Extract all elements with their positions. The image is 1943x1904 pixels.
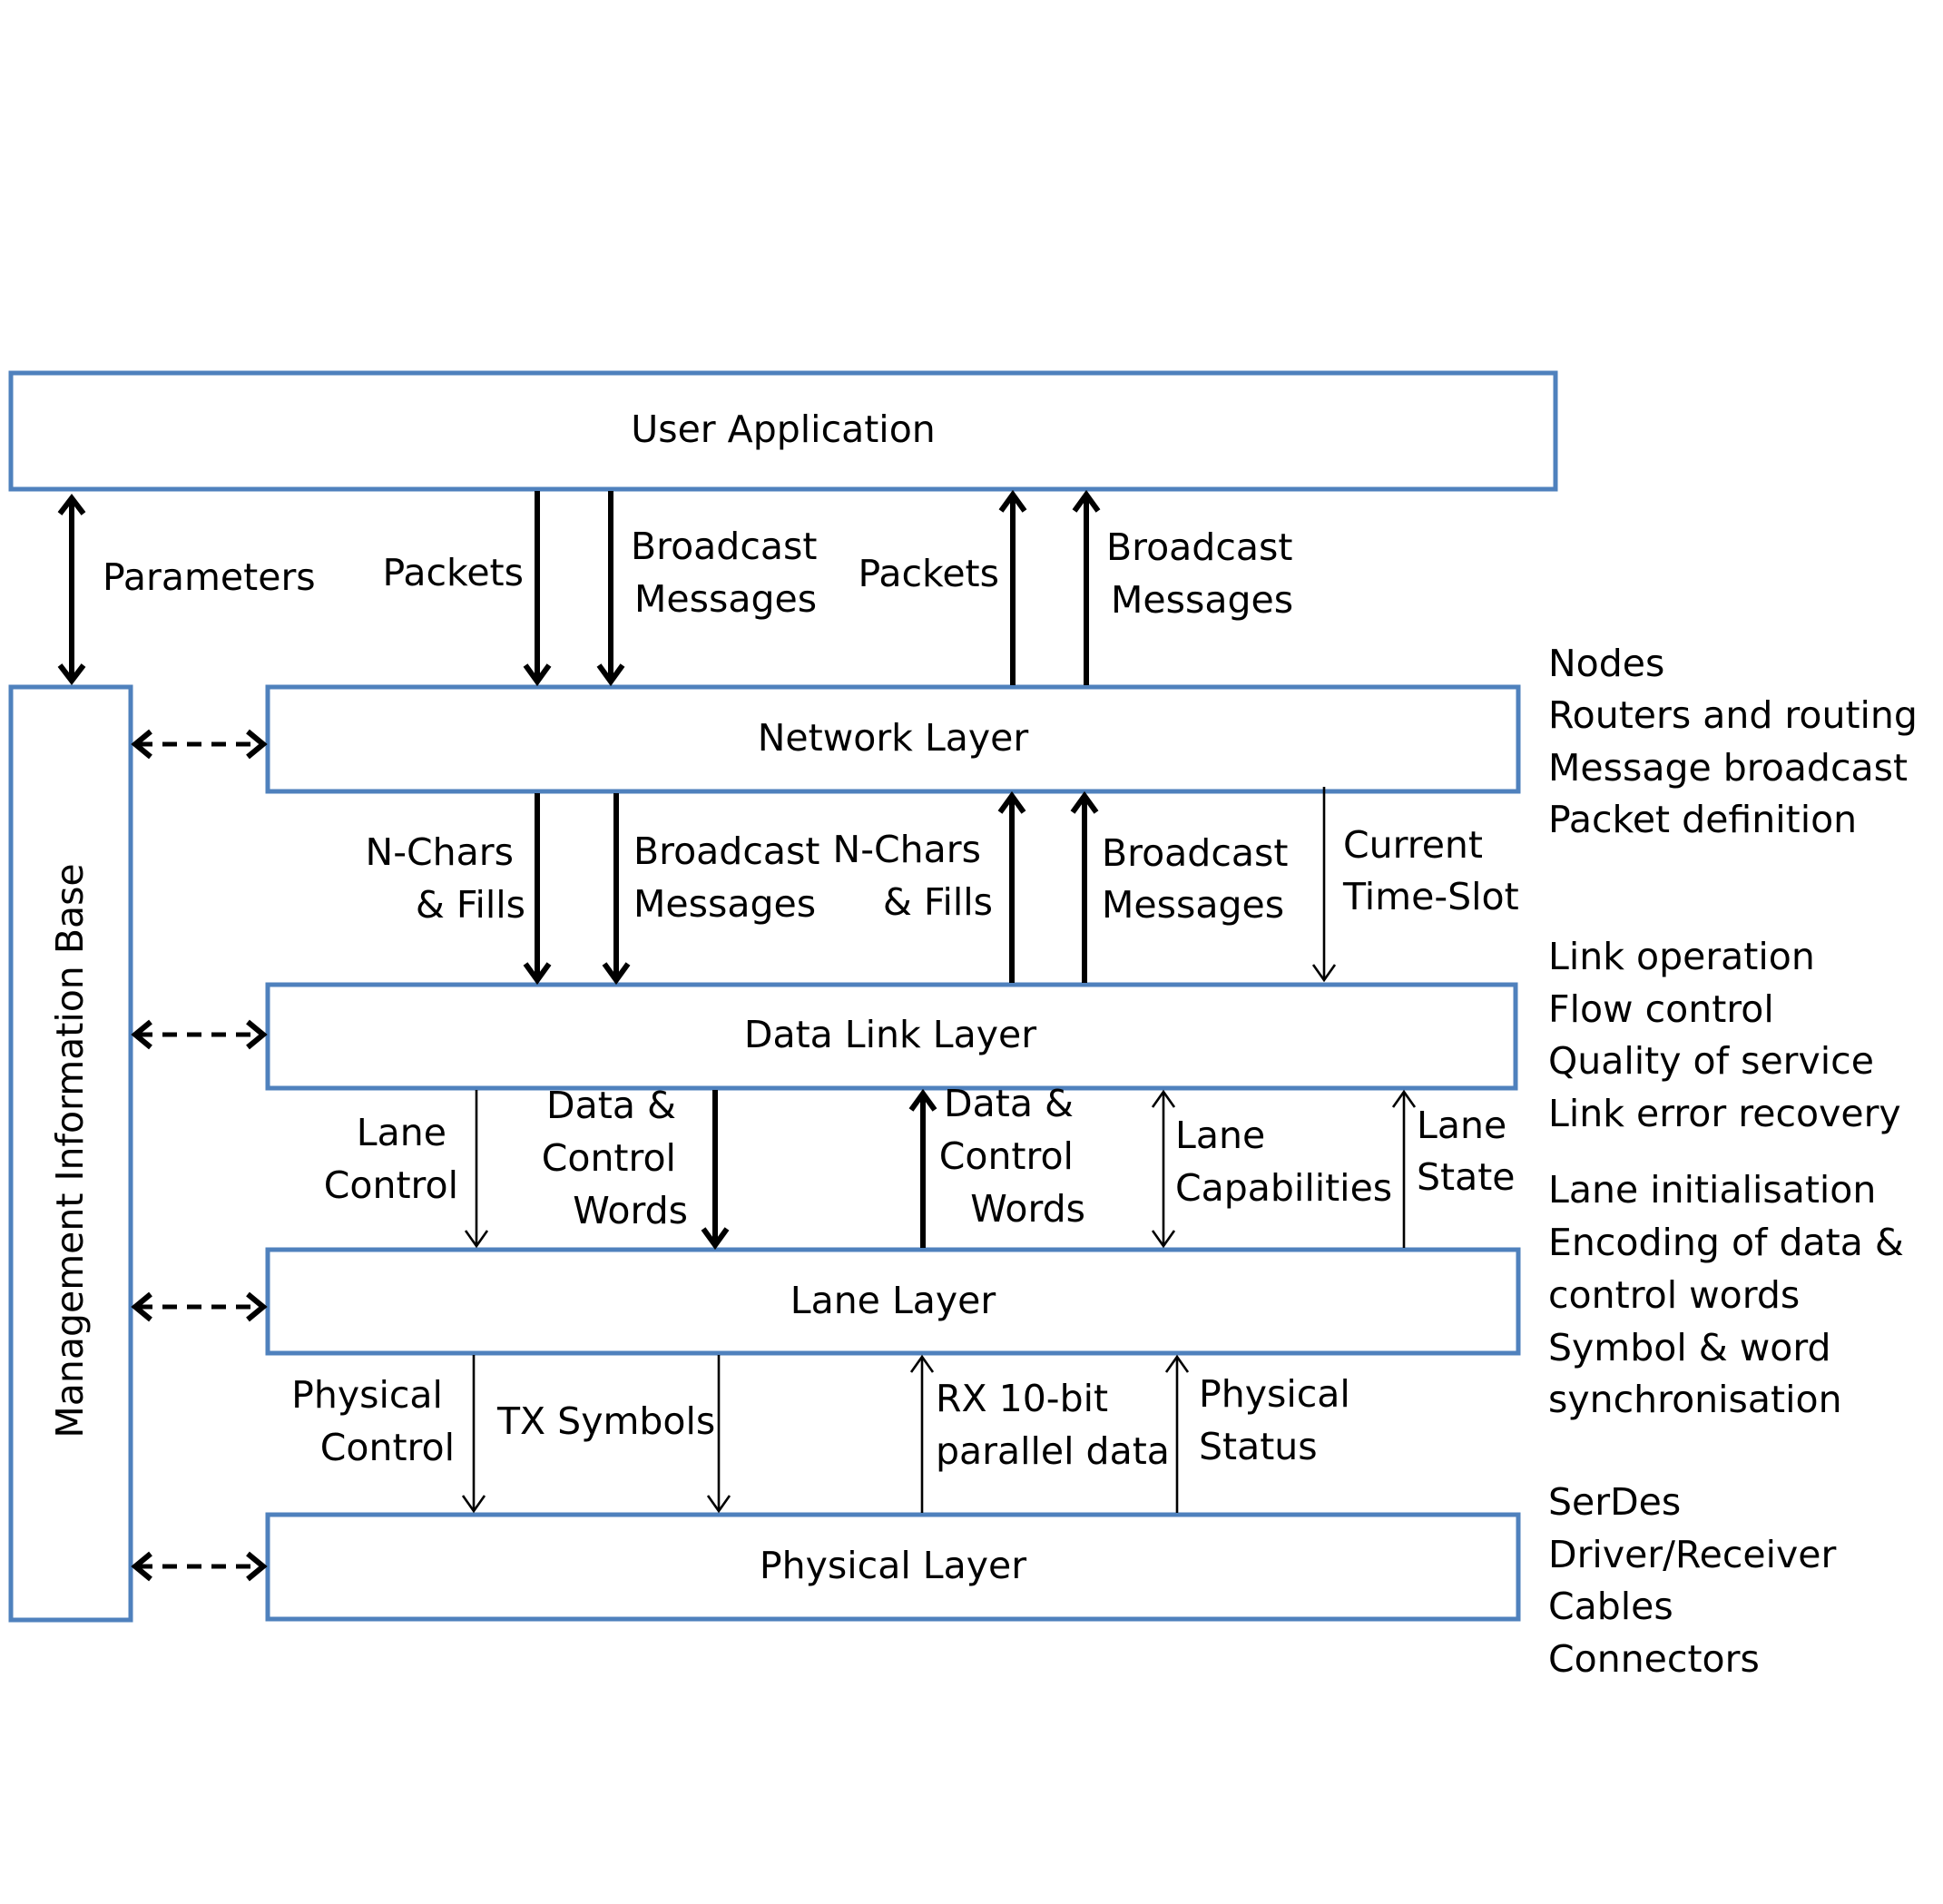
nl-nchars-down-label: N-Chars & Fills (366, 830, 525, 927)
dll-data-down-arrow (701, 1090, 730, 1251)
lane-capabilities-arrow (1151, 1089, 1176, 1249)
lane-layer-box (265, 1247, 1521, 1356)
ua-packets-up-arrow (998, 489, 1027, 685)
dll-data-up-arrow (908, 1088, 937, 1248)
ua-packets-down-label: Packets (383, 551, 525, 594)
lane-layer-label: Lane Layer (790, 1279, 996, 1322)
physical-layer: Physical Layer (265, 1512, 1521, 1622)
lane-state-arrow (1391, 1089, 1417, 1248)
user-application-layer: User Application (8, 370, 1558, 492)
network-layer-box (265, 684, 1521, 794)
tx-symbols-label: TX Symbols (496, 1399, 715, 1443)
rx-parallel-arrow (909, 1354, 935, 1513)
physical-control-arrow (461, 1355, 486, 1514)
ua-broadcast-up-label: Broadcast Messages (1106, 525, 1304, 622)
dll-data-up-label: Data & Control Words (939, 1082, 1085, 1231)
mib-physical-link (131, 1551, 268, 1582)
physical-layer-box (265, 1512, 1521, 1622)
mib-network-link (131, 729, 268, 760)
lane-control-label: Lane Control (324, 1111, 458, 1207)
data-link-layer-box (265, 982, 1518, 1091)
nl-broadcast-up-label: Broadcast Messages (1102, 831, 1300, 927)
mib-label: Management Information Base (48, 863, 92, 1438)
data-link-layer: Data Link Layer (265, 982, 1518, 1091)
lane-layer: Lane Layer (265, 1247, 1521, 1356)
ua-broadcast-down-label: Broadcast Messages (631, 525, 829, 621)
rx-parallel-label: RX 10-bit parallel data (936, 1377, 1170, 1473)
mib-lane-link (131, 1291, 268, 1322)
parameters-arrow (57, 494, 86, 685)
network-layer-label: Network Layer (758, 716, 1029, 760)
lane-control-arrow (464, 1090, 489, 1249)
network-layer-description: Nodes Routers and routing Message broadc… (1548, 642, 1929, 841)
ua-packets-up-label: Packets (859, 552, 1000, 595)
current-time-slot-label: Current Time-Slot (1342, 823, 1519, 918)
nl-nchars-down-arrow (523, 793, 552, 986)
tx-symbols-arrow (706, 1355, 731, 1514)
ua-broadcast-down-arrow (596, 491, 625, 687)
current-time-slot-arrow (1311, 787, 1337, 983)
physical-layer-label: Physical Layer (760, 1544, 1026, 1587)
parameters-label: Parameters (103, 555, 316, 599)
mib-layer: Management Information Base (8, 684, 133, 1623)
physical-status-arrow (1164, 1354, 1190, 1513)
dll-data-down-label: Data & Control Words (542, 1084, 688, 1232)
user-application-label: User Application (631, 407, 936, 451)
nl-broadcast-down-label: Broadcast Messages (633, 829, 831, 926)
lane-capabilities-label: Lane Capabilities (1175, 1114, 1392, 1210)
nl-nchars-up-arrow (997, 790, 1026, 983)
lane-layer-description: Lane initialisation Encoding of data & c… (1548, 1168, 1916, 1421)
data-link-layer-description: Link operation Flow control Quality of s… (1548, 935, 1901, 1135)
mib-data-link-link (131, 1019, 268, 1050)
physical-control-label: Physical Control (291, 1373, 455, 1469)
user-application-box (8, 370, 1558, 492)
data-link-layer-label: Data Link Layer (744, 1013, 1036, 1056)
lane-state-label: Lane State (1417, 1104, 1518, 1199)
nl-broadcast-up-arrow (1070, 790, 1099, 983)
nl-broadcast-down-arrow (602, 793, 631, 986)
network-layer: Network Layer (265, 684, 1521, 794)
ua-packets-down-arrow (523, 491, 552, 687)
mib-box (8, 684, 133, 1623)
physical-status-label: Physical Status (1199, 1372, 1362, 1468)
ua-broadcast-up-arrow (1072, 489, 1101, 685)
physical-layer-description: SerDes Driver/Receiver Cables Connectors (1548, 1480, 1848, 1681)
nl-nchars-up-label: N-Chars & Fills (833, 828, 993, 924)
